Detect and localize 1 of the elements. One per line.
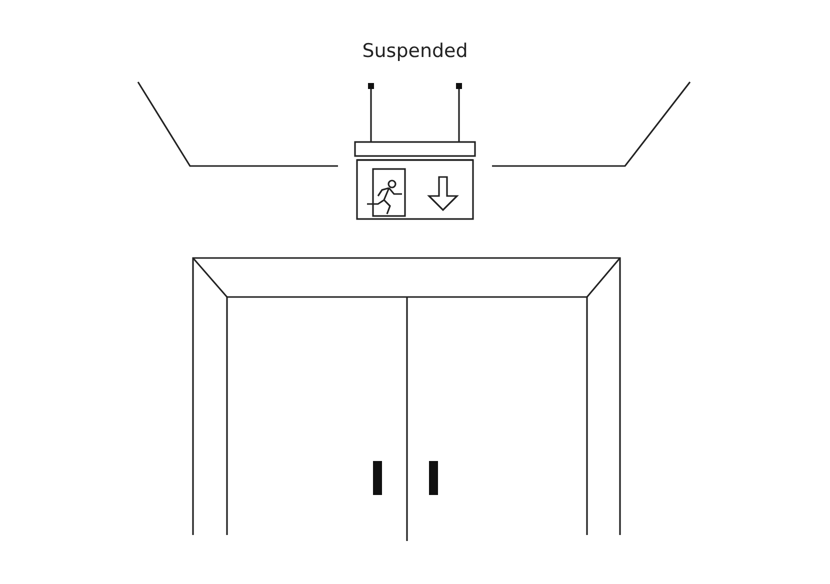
title: Suspended [361, 40, 469, 62]
